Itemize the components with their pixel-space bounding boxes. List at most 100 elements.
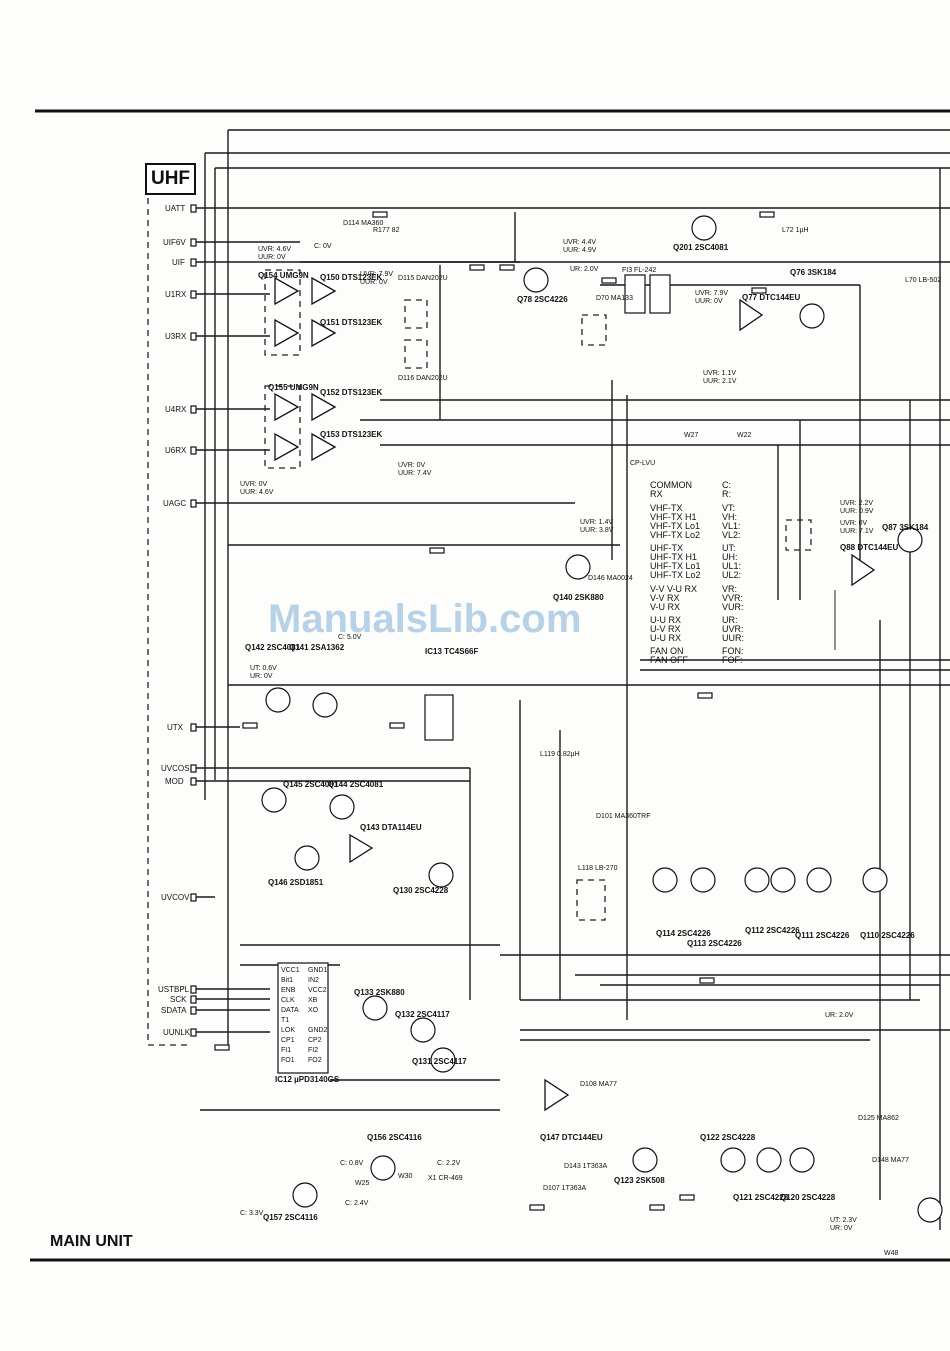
voltage-legend: COMMON C: RX R: VHF-TX VT: VHF-TX H1 VH:…	[650, 480, 744, 665]
label-q142: Q142 2SC4081	[245, 643, 301, 652]
legend-code: VUR:	[722, 602, 744, 612]
label-q146: Q146 2SD1851	[268, 878, 324, 887]
legend-code: UL1:	[722, 561, 741, 571]
label-q112: Q112 2SC4226	[745, 926, 800, 935]
port-uagc: UAGC	[163, 499, 186, 508]
label-d70: D70 MA133	[596, 295, 633, 302]
legend-name: V-U RX	[650, 602, 680, 612]
ic12-pin: VCC2	[308, 987, 327, 994]
port-lines	[192, 207, 575, 1033]
legend-name: COMMON	[650, 480, 692, 490]
ic12-pin: FO1	[281, 1057, 295, 1064]
ic12-pin: XO	[308, 1007, 319, 1014]
right-verticals	[777, 168, 941, 1230]
ic12-pin: VCC1	[281, 967, 300, 974]
legend-name: VHF-TX Lo2	[650, 530, 700, 540]
label-w48: W48	[884, 1250, 899, 1257]
other-amps	[349, 298, 876, 1112]
port-symbols	[190, 204, 197, 1037]
legend-code: UH:	[722, 552, 738, 562]
volt-ur-20b: UR: 2.0V	[825, 1012, 854, 1019]
label-q123: Q123 2SK508	[614, 1176, 665, 1185]
volt-uvr-11: UVR: 1.1V	[703, 370, 736, 377]
label-q113: Q113 2SC4226	[687, 939, 742, 948]
ic12-pin: FI2	[308, 1047, 318, 1054]
label-d114: D114 MA360	[343, 220, 383, 227]
volt-uur-71: UUR: 7.1V	[840, 528, 874, 535]
volt-uur-0: UUR: 0V	[258, 254, 286, 261]
ic12-pin: IN2	[308, 977, 319, 984]
legend-name: U-U RX	[650, 615, 681, 625]
volt-uur-46: UUR: 4.6V	[240, 489, 274, 496]
port-sck: SCK	[170, 995, 187, 1004]
label-d125: D125 MA862	[858, 1115, 899, 1122]
port-uatt: UATT	[165, 204, 185, 213]
component-labels: Q154 UMG9N Q150 DTS123EK Q151 DTS123EK Q…	[245, 220, 941, 1257]
label-w27: W27	[684, 432, 699, 439]
ic12-pin: CLK	[281, 997, 295, 1004]
label-l72: L72 1µH	[782, 227, 809, 234]
label-l119: L119 0.82µH	[540, 751, 580, 758]
volt-c-24: C: 2.4V	[345, 1200, 369, 1207]
legend-name: U-V RX	[650, 624, 681, 634]
port-sdata: SDATA	[161, 1006, 187, 1015]
label-q147: Q147 DTC144EU	[540, 1133, 603, 1142]
label-q152: Q152 DTS123EK	[320, 388, 382, 397]
legend-code: VR:	[722, 584, 737, 594]
ic12-pins: VCC1 Bit1 ENB CLK DATA T1 LOK CP1 FI1 FO…	[281, 967, 328, 1064]
legend-name: V-V RX	[650, 593, 680, 603]
ic12-pin: LOK	[281, 1027, 295, 1034]
ic12-pin: CP1	[281, 1037, 295, 1044]
volt-uvr-0: UVR: 0V	[398, 462, 426, 469]
volt-uur-38: UUR: 3.8V	[580, 527, 614, 534]
diode-packs	[404, 299, 812, 551]
legend-code: UL2:	[722, 570, 741, 580]
label-q144: Q144 2SC4081	[328, 780, 384, 789]
label-d148: D148 MA77	[872, 1157, 909, 1164]
legend-code: C:	[722, 480, 731, 490]
volt-uvr-0c: UVR: 0V	[840, 520, 868, 527]
legend-name: UHF-TX H1	[650, 552, 697, 562]
volt-c-08: C: 0.8V	[340, 1160, 364, 1167]
ic-blocks	[277, 694, 606, 1074]
legend-name: FAN ON	[650, 646, 684, 656]
legend-name: V-V V-U RX	[650, 584, 697, 594]
label-q132: Q132 2SC4117	[395, 1010, 450, 1019]
ic12-pin: CP2	[308, 1037, 322, 1044]
legend-code: UVR:	[722, 624, 744, 634]
label-l118: L118 LB-270	[578, 865, 618, 872]
port-u3rx: U3RX	[165, 332, 187, 341]
label-fi3: FI3 FL-242	[622, 267, 656, 274]
label-q111: Q111 2SC4226	[795, 931, 850, 940]
label-q154: Q154 UMG9N	[258, 271, 309, 280]
port-uvcos: UVCOS	[161, 764, 189, 773]
label-q151: Q151 DTS123EK	[320, 318, 382, 327]
label-q140: Q140 2SK880	[553, 593, 604, 602]
if-signal-path	[300, 207, 950, 1020]
unit-boundary	[147, 198, 192, 1046]
legend-name: UHF-TX	[650, 543, 683, 553]
section-title: UHF	[145, 163, 196, 195]
label-q153: Q153 DTS123EK	[320, 430, 382, 439]
volt-uvr-14: UVR: 1.4V	[580, 519, 613, 526]
volt-ur-20: UR: 2.0V	[570, 266, 599, 273]
legend-code: VH:	[722, 512, 737, 522]
volt-uvr-79b: UVR: 7.9V	[695, 290, 728, 297]
label-q76: Q76 3SK184	[790, 268, 837, 277]
passive-marks	[214, 211, 775, 1211]
label-q130: Q130 2SC4228	[393, 886, 449, 895]
label-q114: Q114 2SC4226	[656, 929, 711, 938]
top-bus-lines	[204, 129, 950, 1050]
label-q156: Q156 2SC4116	[367, 1133, 422, 1142]
legend-name: VHF-TX H1	[650, 512, 697, 522]
label-d108: D108 MA77	[580, 1081, 617, 1088]
label-q77: Q77 DTC144EU	[742, 293, 800, 302]
footer-label: MAIN UNIT	[50, 1233, 133, 1250]
port-uif: UIF	[172, 258, 185, 267]
legend-name: UHF-TX Lo1	[650, 561, 701, 571]
label-d146: D146 MA0024	[588, 575, 633, 582]
volt-uur-74: UUR: 7.4V	[398, 470, 432, 477]
label-d116: D116 DAN202U	[398, 375, 448, 382]
volt-ur-0b: UR: 0V	[830, 1225, 853, 1232]
legend-code: UT:	[722, 543, 736, 553]
